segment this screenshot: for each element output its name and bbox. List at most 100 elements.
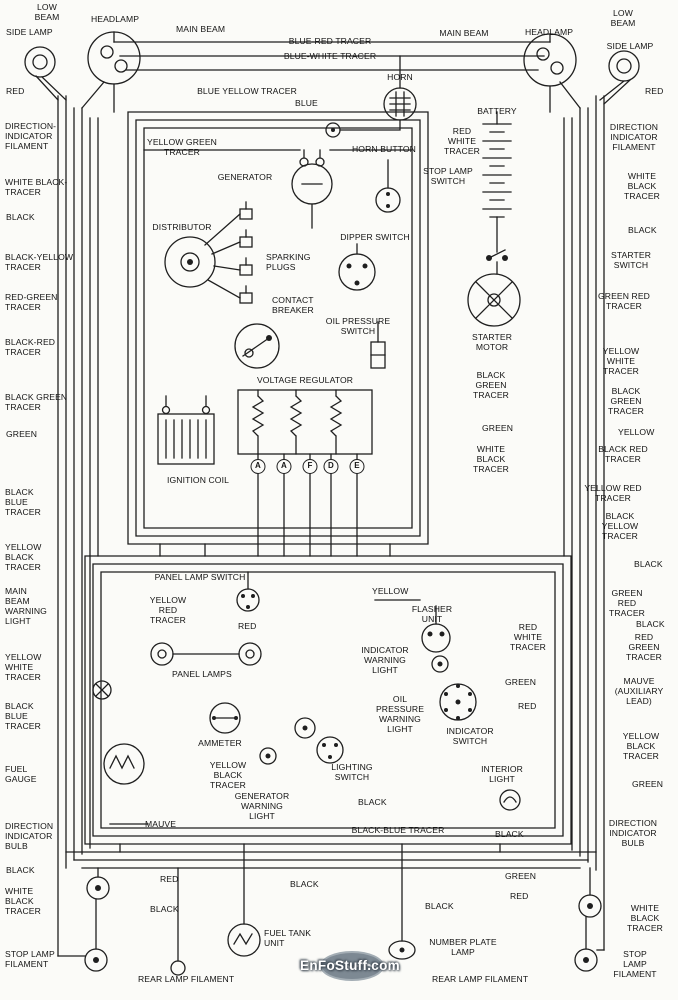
indicator-switch-symbol — [439, 683, 477, 721]
label-indicator-switch: INDICATOR SWITCH — [446, 726, 494, 747]
terminal-a1: A — [250, 459, 266, 474]
interior-light-symbol — [499, 789, 521, 811]
label-black-mid-lower: BLACK — [495, 829, 524, 839]
label-yellow-mid: YELLOW — [372, 586, 409, 596]
label-black-right-mid: BLACK — [634, 559, 663, 569]
indicator-warning-light-symbol — [431, 655, 449, 673]
label-rear-lamp-filament-right: REAR LAMP FILAMENT — [432, 974, 529, 984]
label-oil-pressure-warning-light: OIL PRESSURE WARNING LIGHT — [375, 694, 425, 735]
label-black-red-tracer-left: BLACK-RED TRACER — [5, 337, 56, 358]
oil-pressure-warning-light-symbol — [294, 717, 316, 739]
label-red-green-tracer-right: RED GREEN TRACER — [626, 632, 662, 663]
label-blue-white-tracer: BLUE-WHITE TRACER — [283, 51, 377, 61]
label-black-mid: BLACK — [358, 797, 387, 807]
direction-indicator-bulb-left-symbol — [86, 876, 110, 900]
label-black-bottom-left2: BLACK — [150, 904, 179, 914]
oil-pressure-switch-symbol — [370, 321, 386, 369]
fuel-tank-unit-symbol — [227, 923, 261, 957]
label-white-black-tracer-bottom-right: WHITE BLACK TRACER — [627, 903, 663, 934]
label-red-mid: RED — [238, 621, 257, 631]
label-black-right-upper: BLACK — [628, 225, 657, 235]
label-black-blue-tracer-left-upper: BLACK BLUE TRACER — [5, 487, 41, 518]
label-red-mid-lower: RED — [518, 701, 537, 711]
terminal-e: E — [349, 459, 365, 474]
label-black-bottom-left: BLACK — [6, 865, 35, 875]
stop-lamp-switch-symbol — [375, 159, 401, 213]
label-red-bottom-right: RED — [510, 891, 529, 901]
label-main-beam-right: MAIN BEAM — [439, 28, 489, 38]
label-red-bottom-left: RED — [160, 874, 179, 884]
label-green-right: GREEN — [632, 779, 664, 789]
label-battery: BATTERY — [477, 106, 517, 116]
starter-motor-symbol — [467, 273, 521, 327]
headlamp-left-symbol — [87, 31, 141, 85]
label-starter-switch: STARTER SWITCH — [610, 250, 652, 271]
label-direction-indicator-filament-left: DIRECTION- INDICATOR FILAMENT — [5, 121, 57, 152]
label-stop-lamp-filament-left: STOP LAMP FILAMENT — [5, 949, 55, 970]
watermark-text: EnFoStuff.com — [300, 958, 400, 973]
label-horn-button: HORN BUTTON — [352, 144, 416, 154]
stop-rear-lamp-right-symbol — [574, 948, 598, 972]
label-black-right-lower: BLACK — [636, 619, 665, 629]
distributor-symbol — [164, 213, 241, 299]
starter-switch-symbol — [486, 249, 508, 275]
label-yellow-right: YELLOW — [618, 427, 655, 437]
label-stop-lamp-switch: STOP LAMP SWITCH — [423, 166, 473, 187]
label-distributor: DISTRIBUTOR — [152, 222, 212, 232]
label-voltage-regulator: VOLTAGE REGULATOR — [256, 375, 354, 385]
ammeter-symbol — [209, 702, 241, 734]
direction-indicator-bulb-right-symbol — [578, 894, 602, 918]
horn-symbol — [383, 87, 417, 121]
label-sparking-plugs: SPARKING PLUGS — [266, 252, 311, 273]
label-yellow-white-tracer-right: YELLOW WHITE TRACER — [602, 346, 640, 377]
lighting-switch-symbol — [316, 736, 344, 764]
label-mauve-auxiliary-lead: MAUVE (AUXILIARY LEAD) — [614, 676, 664, 707]
label-yellow-black-tracer-left: YELLOW BLACK TRACER — [5, 542, 42, 573]
label-ammeter: AMMETER — [198, 738, 242, 748]
label-number-plate-lamp: NUMBER PLATE LAMP — [429, 937, 497, 958]
label-rear-lamp-filament-left: REAR LAMP FILAMENT — [138, 974, 235, 984]
terminal-f: F — [302, 459, 318, 474]
label-blue: BLUE — [295, 98, 318, 108]
label-indicator-warning-light: INDICATOR WARNING LIGHT — [361, 645, 409, 676]
main-beam-warning-light-symbol — [92, 680, 112, 700]
number-plate-lamp-symbol — [388, 940, 416, 960]
side-lamp-left-symbol — [24, 46, 56, 78]
label-blue-yellow-tracer: BLUE YELLOW TRACER — [197, 86, 297, 96]
label-direction-indicator-filament-right: DIRECTION INDICATOR FILAMENT — [609, 122, 659, 153]
label-white-black-tracer-right-upper: WHITE BLACK TRACER — [624, 171, 660, 202]
panel-lamps-symbol — [150, 642, 262, 666]
label-black-red-tracer-right: BLACK RED TRACER — [598, 444, 648, 465]
label-mauve: MAUVE — [145, 819, 177, 829]
label-low-beam-right: LOW BEAM — [610, 8, 636, 29]
dipper-switch-symbol — [338, 243, 376, 291]
label-interior-light: INTERIOR LIGHT — [481, 764, 523, 785]
label-green-left: GREEN — [6, 429, 38, 439]
label-red-white-tracer-mid: RED WHITE TRACER — [510, 622, 546, 653]
sparking-plugs-symbol — [239, 201, 253, 304]
label-yellow-black-tracer-right: YELLOW BLACK TRACER — [622, 731, 660, 762]
label-black-yellow-tracer-left: BLACK-YELLOW TRACER — [5, 252, 74, 273]
label-black-bottom-center: BLACK — [290, 879, 319, 889]
label-side-lamp-right: SIDE LAMP — [606, 41, 654, 51]
label-oil-pressure-switch: OIL PRESSURE SWITCH — [325, 316, 391, 337]
label-stop-lamp-filament-right: STOP LAMP FILAMENT — [613, 949, 657, 980]
label-black-green-tracer-left: BLACK GREEN TRACER — [5, 392, 68, 413]
terminal-d: D — [323, 459, 339, 474]
side-lamp-right-symbol — [608, 50, 640, 82]
label-yellow-red-tracer-mid: YELLOW RED TRACER — [149, 595, 187, 626]
label-low-beam-left: LOW BEAM — [34, 2, 60, 23]
label-white-black-tracer-mid: WHITE BLACK TRACER — [473, 444, 509, 475]
ford-oval-badge — [320, 951, 384, 981]
label-red-left: RED — [6, 86, 25, 96]
ignition-coil-symbol — [157, 395, 215, 465]
label-generator: GENERATOR — [217, 172, 273, 182]
label-green-red-tracer-right-upper: GREEN RED TRACER — [598, 291, 650, 312]
label-starter-motor: STARTER MOTOR — [471, 332, 513, 353]
label-white-black-tracer-bottom-left: WHITE BLACK TRACER — [5, 886, 41, 917]
label-headlamp-left: HEADLAMP — [90, 14, 140, 24]
label-main-beam-warning-light: MAIN BEAM WARNING LIGHT — [5, 586, 47, 627]
panel-lamp-switch-symbol — [236, 571, 260, 612]
